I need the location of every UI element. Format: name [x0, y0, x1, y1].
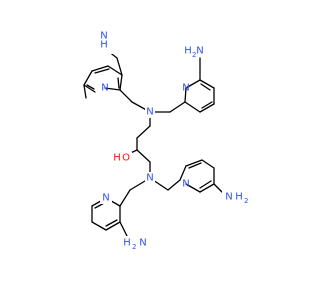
nitrogen-label: H [100, 40, 108, 51]
bond [199, 79, 215, 89]
ring-nitrogen: N [101, 83, 108, 94]
bond [184, 101, 201, 113]
bond [105, 221, 121, 231]
bond [119, 89, 133, 103]
bond [201, 101, 213, 109]
atom-labels: H N N N H 2 N N H O N N N H 2 N H 2 N [96, 31, 248, 251]
molecule-diagram: H N N N H 2 N N H O N N N H 2 N H 2 N [83, 30, 249, 251]
bond [184, 87, 187, 103]
bond [91, 221, 107, 231]
bond [105, 219, 118, 227]
bonds [83, 47, 227, 239]
structure-drawing: H N N N H 2 N N H O N N N H 2 N H 2 N [83, 31, 248, 251]
bond [119, 74, 123, 91]
bond [119, 189, 131, 207]
amine-nitrogen: N [146, 173, 153, 184]
amino-sub: 2 [244, 197, 248, 205]
bond [107, 65, 123, 76]
bond [179, 165, 187, 181]
bond [167, 179, 181, 191]
bond [200, 83, 211, 91]
amino-h: H [123, 238, 131, 249]
bond [185, 79, 201, 89]
bond [199, 183, 215, 193]
amine-nitrogen: N [146, 107, 153, 118]
bond [83, 70, 93, 86]
bond [201, 159, 215, 169]
amino-sub: 2 [132, 243, 136, 251]
amino-n: N [139, 238, 146, 249]
bond [119, 221, 129, 239]
bond [116, 57, 123, 76]
bond [199, 180, 212, 189]
hydroxyl-o: O [122, 153, 130, 164]
bond [188, 162, 202, 169]
bond [83, 84, 87, 99]
amino-n: N [225, 192, 232, 203]
hydroxyl-h: H [113, 153, 121, 164]
bond [199, 103, 215, 113]
bond [136, 125, 151, 139]
bond [117, 77, 120, 89]
amino-n: N [196, 46, 203, 57]
amino-n: N [100, 31, 107, 42]
ring-nitrogen: N [182, 83, 189, 94]
bond [86, 84, 95, 90]
amino-h: H [184, 46, 192, 57]
ring-nitrogen: N [102, 193, 109, 204]
bond [169, 101, 186, 113]
bond [94, 68, 110, 74]
bond [185, 159, 203, 167]
amino-sub: 2 [192, 51, 196, 59]
bond [104, 87, 121, 91]
ring-nitrogen: N [182, 179, 189, 190]
bond [83, 84, 96, 93]
bond [185, 183, 201, 193]
amino-h: H [235, 192, 243, 203]
bond [136, 149, 151, 163]
bond [91, 65, 109, 72]
